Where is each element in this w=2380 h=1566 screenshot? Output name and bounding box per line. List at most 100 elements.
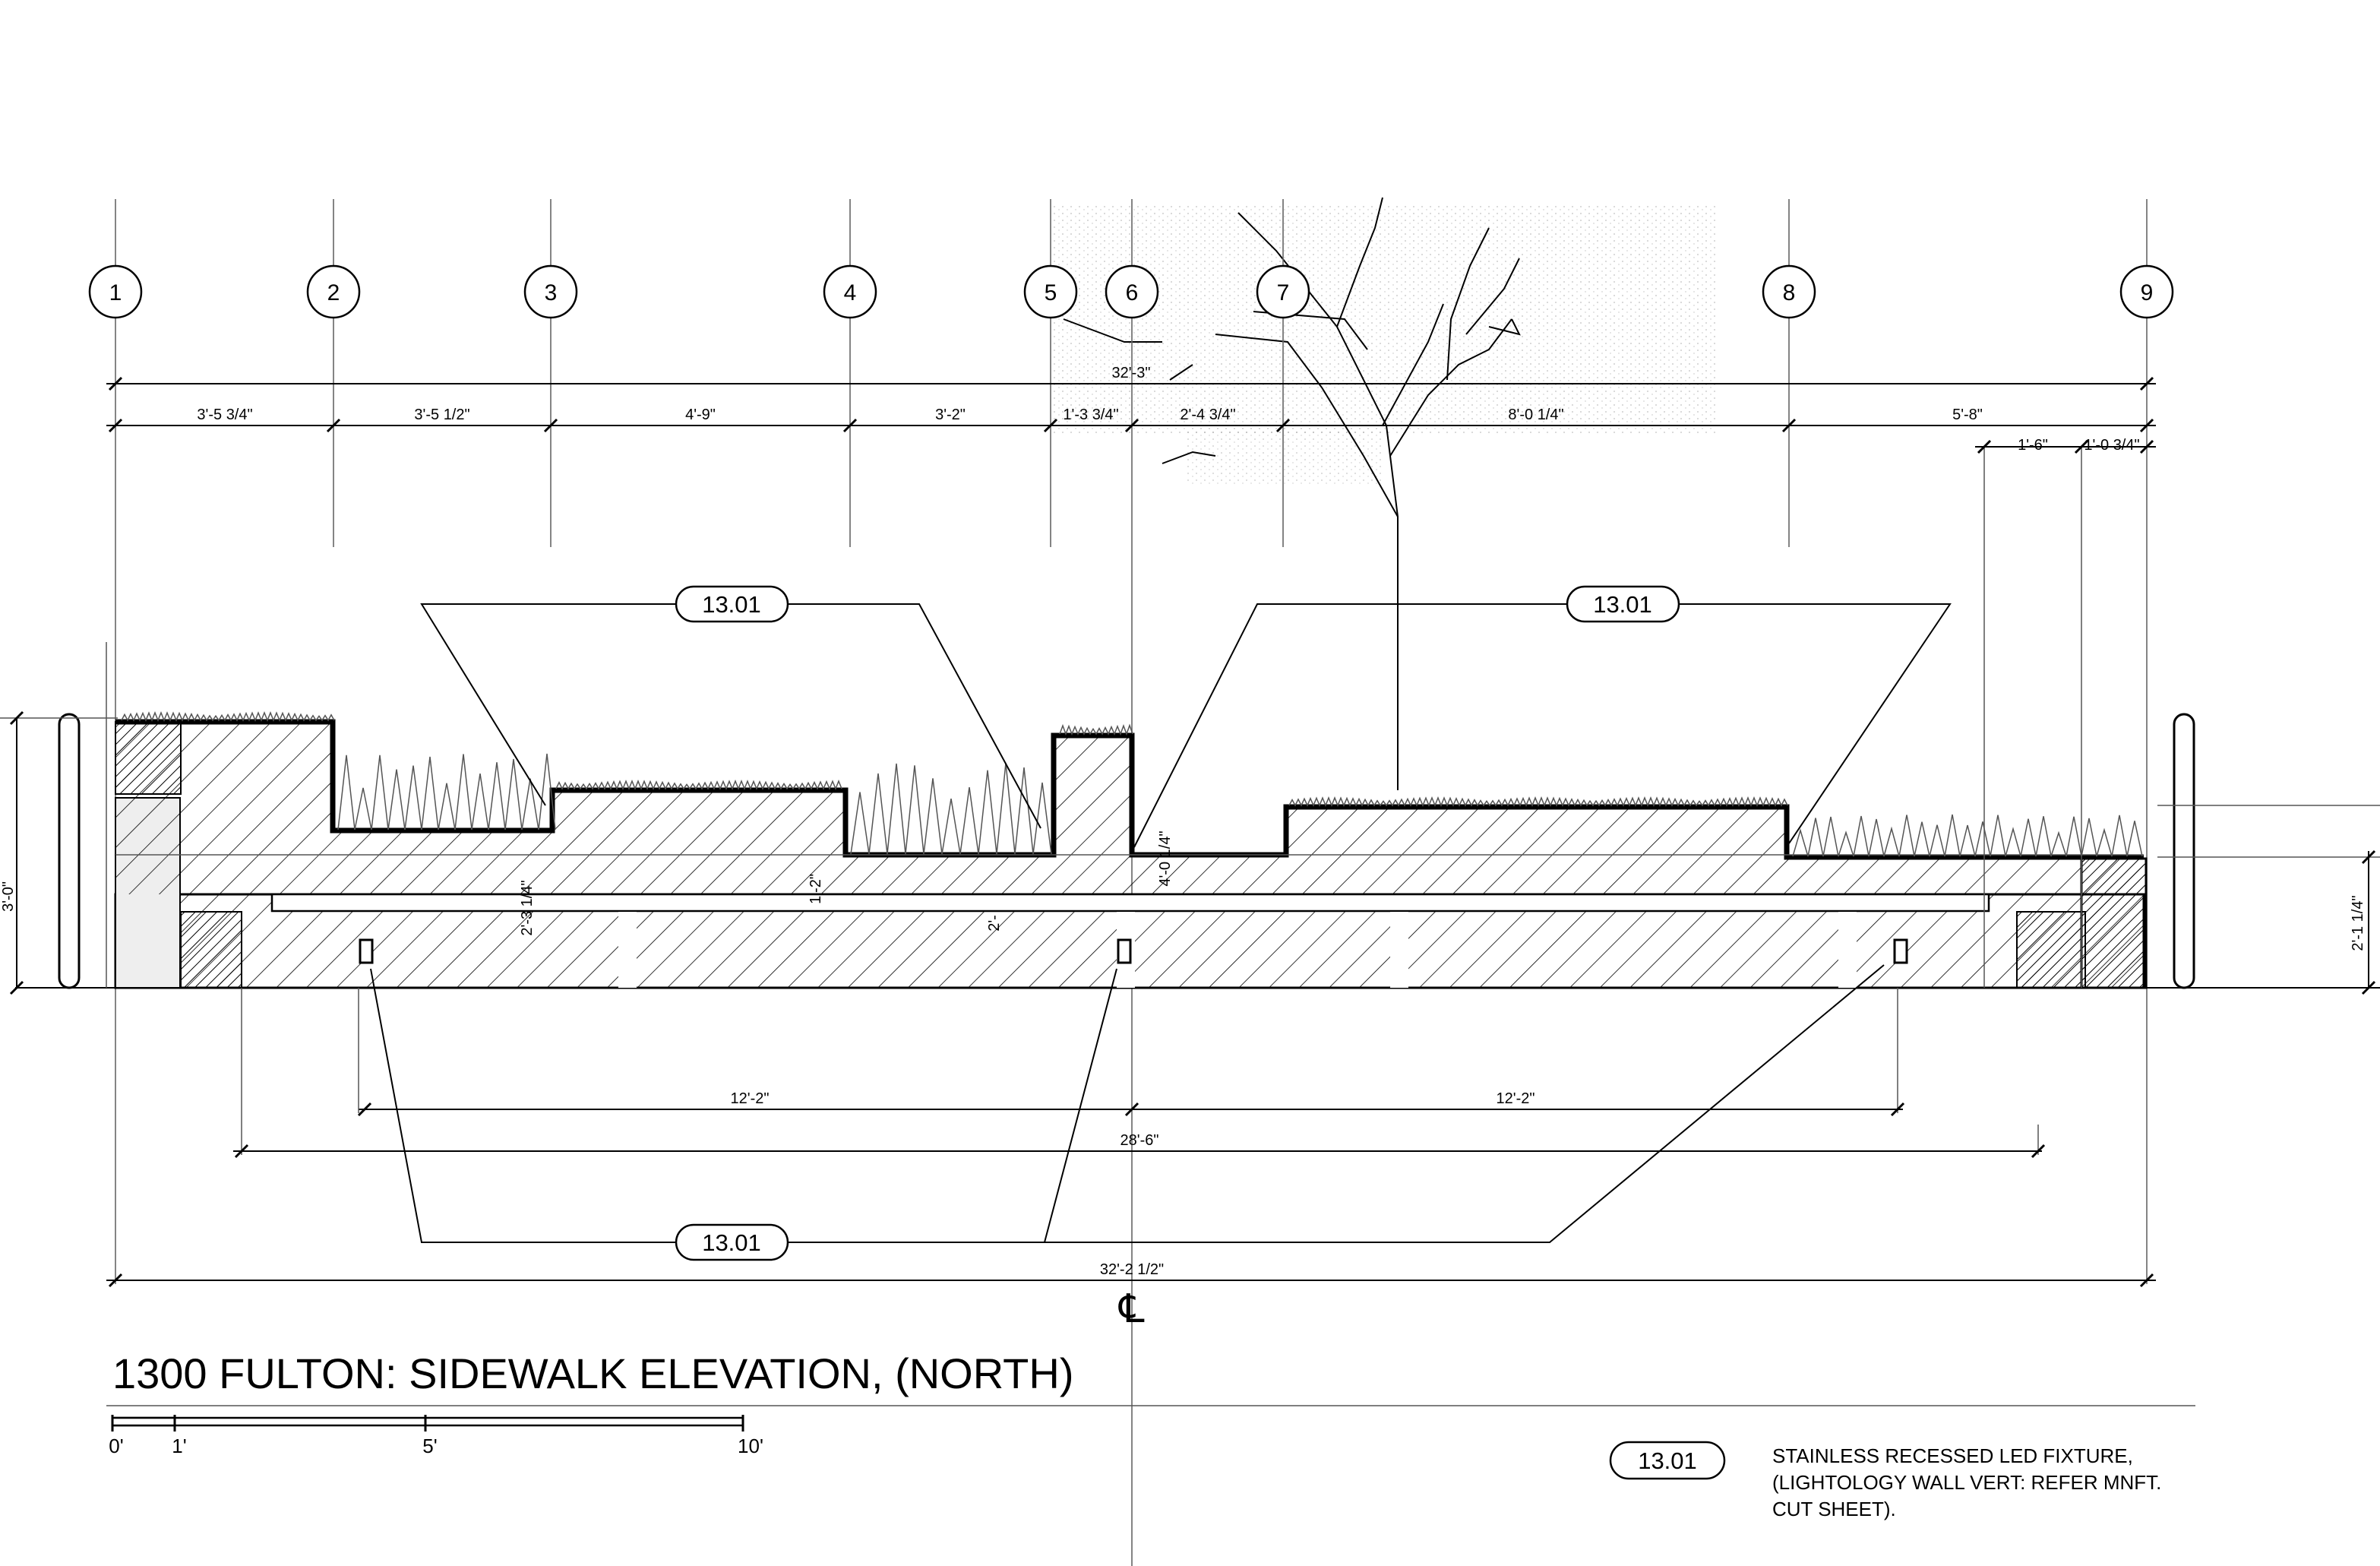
dim-tick-r3: [2139, 439, 2154, 454]
grid-bubble-2: [306, 264, 361, 319]
dim-segment-2: 3'-5 1/2": [414, 407, 469, 423]
dim-tick-v1: [9, 710, 24, 726]
dim-tick-v3: [2361, 849, 2376, 865]
grid-bubble-5: [1023, 264, 1078, 319]
grid-label-2: 2: [327, 280, 340, 305]
grass-bed-2: [850, 763, 1052, 855]
dim-vertical-d: 4'-0 1/4": [1157, 830, 1174, 886]
grid-label-1: 1: [109, 280, 122, 305]
dim-tick-s3: [842, 418, 858, 433]
dim-vertical-c: 2'-: [986, 915, 1003, 932]
tag-lower: 13.01: [675, 1223, 789, 1261]
tree-branches: [1063, 197, 1521, 790]
dim-segment-7: 8'-0 1/4": [1508, 407, 1563, 423]
dim-tick-l2: [1124, 1102, 1139, 1117]
dim-tick-b: [2139, 376, 2154, 391]
scale-label-1: 1': [172, 1435, 186, 1457]
ground-cover-2: [555, 779, 842, 791]
dim-tick-s0: [108, 418, 123, 433]
bollard-left: [58, 713, 81, 989]
svg-text:13.01: 13.01: [1593, 591, 1652, 618]
ground-cover-3: [1059, 723, 1133, 736]
grid-label-9: 9: [2141, 280, 2154, 305]
legend: 13.01 STAINLESS RECESSED LED FIXTURE, (L…: [1609, 1441, 2161, 1520]
scale-label-5: 5': [422, 1435, 437, 1457]
dim-lower-mid: 28'-6": [1120, 1132, 1159, 1149]
dim-lower-left: 12'-2": [731, 1090, 770, 1107]
dim-tick-s1: [326, 418, 341, 433]
plantings-grass: [121, 710, 2143, 857]
svg-text:13.01: 13.01: [702, 1229, 761, 1256]
led-fixture-3: [1893, 938, 1908, 964]
dim-tick-v4: [2361, 980, 2376, 995]
tag-upper-left: 13.01: [675, 585, 789, 623]
dim-right-upper-1: 1'-6": [2018, 437, 2048, 454]
dim-tick-o1: [108, 1273, 123, 1288]
dim-overall-top: 32'-3": [1112, 365, 1151, 381]
dim-vertical-a: 2'-3 1/4": [519, 880, 536, 935]
legend-tag-bubble: [1609, 1441, 1726, 1480]
dim-tick-s8: [2139, 418, 2154, 433]
grid-label-3: 3: [545, 280, 558, 305]
grid-bubble-4: [823, 264, 877, 319]
led-fixture-2: [1117, 938, 1132, 964]
grid-label-4: 4: [844, 280, 857, 305]
led-fixtures: [359, 938, 1908, 964]
dim-segment-1: 3'-5 3/4": [197, 407, 252, 423]
ground-cover-4: [1288, 796, 1788, 808]
tree-canopy-stipple: [1048, 205, 1717, 486]
dim-tick-s6: [1275, 418, 1291, 433]
scale-bar: 0' 1' 5' 10': [109, 1415, 763, 1457]
dim-vertical-left: 3'-0": [0, 881, 17, 912]
dim-segment-3: 4'-9": [685, 407, 716, 423]
led-fixture-1: [359, 938, 374, 964]
dim-segments-top: 3'-5 3/4" 3'-5 1/2" 4'-9" 3'-2" 1'-3 3/4" 2'-…: [197, 407, 1983, 423]
grid-bubble-9: [2119, 264, 2174, 319]
dim-lower-right: 12'-2": [1497, 1090, 1535, 1107]
tag-upper-right: 13.01: [1566, 585, 1680, 623]
dim-vertical-right: 2'-1 1/4": [2350, 895, 2366, 951]
legend-line-1: STAINLESS RECESSED LED FIXTURE,: [1772, 1444, 2133, 1467]
dim-tick-s2: [543, 418, 558, 433]
dim-vertical-b: 1'-2": [808, 874, 824, 904]
dim-segment-8: 5'-8": [1952, 407, 1983, 423]
bollard-right: [2173, 713, 2195, 989]
svg-text:13.01: 13.01: [702, 591, 761, 618]
dim-segment-5: 1'-3 3/4": [1063, 407, 1118, 423]
dim-segment-4: 3'-2": [935, 407, 966, 423]
dimension-lines: [0, 383, 2380, 1281]
dim-segment-6: 2'-4 3/4": [1180, 407, 1235, 423]
ground-cover-1: [121, 710, 335, 723]
legend-line-2: (LIGHTOLOGY WALL VERT: REFER MNFT.: [1772, 1471, 2161, 1494]
grid-label-8: 8: [1783, 280, 1796, 305]
dim-tick-l3: [1890, 1102, 1905, 1117]
dim-right-upper-2: 1'-0 3/4": [2084, 437, 2139, 454]
dim-overall-bottom: 32'-2 1/2": [1100, 1261, 1164, 1278]
grid-bubble-3: [523, 264, 578, 319]
dim-tick-o2: [2139, 1273, 2154, 1288]
drawing-title: 1300 FULTON: SIDEWALK ELEVATION, (NORTH): [112, 1349, 1073, 1397]
grid-label-5: 5: [1045, 280, 1057, 305]
dim-tick-r1: [1977, 439, 1992, 454]
dimension-ticks: [9, 376, 2376, 1288]
planter-walls: [115, 719, 2144, 894]
dim-tick-s7: [1781, 418, 1797, 433]
dim-tick-s4: [1043, 418, 1058, 433]
legend-line-3: CUT SHEET).: [1772, 1498, 1896, 1520]
legend-tag: 13.01: [1638, 1447, 1697, 1474]
grid-bubble-1: [88, 264, 143, 319]
dim-tick-l1: [357, 1102, 372, 1117]
dim-tick-v2: [9, 980, 24, 995]
scale-label-10: 10': [738, 1435, 763, 1457]
grid-label-7: 7: [1277, 280, 1290, 305]
dim-tick-m1: [234, 1144, 249, 1159]
centerline-symbol: ℄: [1117, 1287, 1145, 1331]
dim-tick-r2: [2074, 439, 2089, 454]
dim-tick-m2: [2031, 1144, 2046, 1159]
grid-bubble-8: [1762, 264, 1816, 319]
scale-label-0: 0': [109, 1435, 123, 1457]
grass-bed-3: [1792, 814, 2143, 857]
grass-bed-1: [337, 753, 556, 830]
